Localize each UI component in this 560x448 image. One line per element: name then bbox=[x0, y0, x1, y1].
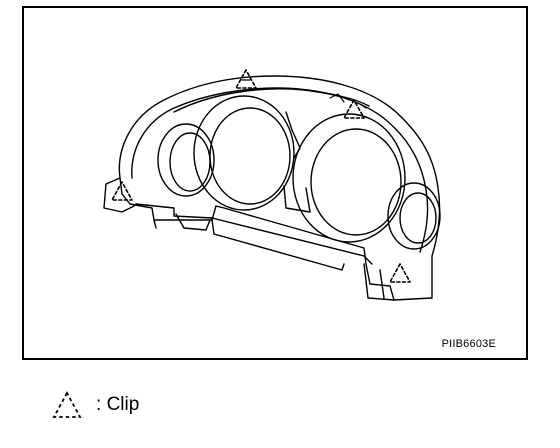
instrument-cluster-diagram bbox=[103, 69, 441, 301]
left-small-gauge-inner bbox=[169, 132, 211, 192]
clip-marker-top bbox=[235, 69, 257, 89]
left-bracket bbox=[103, 177, 135, 213]
clip-marker-left bbox=[111, 181, 133, 201]
right-large-gauge-inner bbox=[310, 128, 402, 236]
figure-frame: PIIB6603E bbox=[22, 6, 528, 360]
legend: : Clip bbox=[50, 388, 139, 422]
right-small-gauge-outer bbox=[387, 182, 441, 250]
legend-label: Clip bbox=[106, 394, 140, 415]
lower-flange bbox=[135, 203, 373, 271]
legend-separator: : bbox=[96, 394, 102, 415]
center-bottom-tab bbox=[175, 213, 211, 231]
center-divider-lower bbox=[283, 185, 311, 213]
dashed-triangle-clip-icon bbox=[52, 391, 82, 418]
clip-marker-lower-right bbox=[389, 263, 411, 283]
clip-marker-upper-right bbox=[343, 99, 365, 119]
left-large-gauge-outer bbox=[193, 95, 295, 211]
left-small-gauge-outer bbox=[157, 123, 215, 197]
right-small-gauge-inner bbox=[399, 192, 437, 244]
clip-tab-upper-right bbox=[329, 93, 367, 109]
right-bottom-leg bbox=[363, 263, 395, 301]
figure-code: PIIB6603E bbox=[441, 338, 496, 350]
legend-text: : Clip bbox=[96, 394, 139, 416]
cluster-lid-outline bbox=[118, 75, 441, 301]
right-large-gauge-outer bbox=[292, 113, 406, 243]
left-large-gauge-inner bbox=[209, 107, 291, 205]
visor-ridge bbox=[173, 88, 370, 113]
